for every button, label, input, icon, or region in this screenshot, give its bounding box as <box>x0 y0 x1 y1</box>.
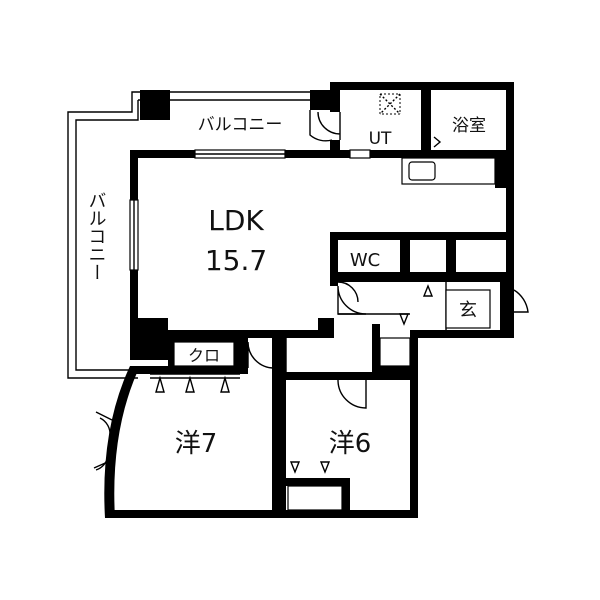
storage1-inner <box>410 240 446 272</box>
ldk-size: 15.7 <box>205 244 267 277</box>
hall-lines <box>285 282 447 372</box>
balcony-top-label: バルコニー <box>198 115 283 135</box>
bath-label: 浴室 <box>452 116 486 136</box>
wc-inner <box>338 240 400 272</box>
kitchen-sink-icon <box>401 157 496 185</box>
bath-door-icon <box>433 136 442 148</box>
ldk-label: LDK <box>208 204 264 237</box>
closet6-box <box>287 485 343 511</box>
closet-fill <box>176 344 232 364</box>
entrance-label: 玄 <box>459 300 477 321</box>
utility-label: UT <box>369 129 392 149</box>
shoe-cabinet <box>379 337 411 367</box>
entrance-box <box>445 289 491 329</box>
closet-label: クロ <box>188 346 220 365</box>
closet-markers <box>150 284 434 474</box>
toilet-label: WC <box>350 250 380 271</box>
western7-label: 洋7 <box>175 429 218 459</box>
windows <box>129 149 371 271</box>
vent-icon <box>379 93 401 115</box>
storage2-inner <box>456 240 506 272</box>
western6-label: 洋6 <box>329 429 372 459</box>
balcony-side-label: バルコニー <box>86 191 107 281</box>
